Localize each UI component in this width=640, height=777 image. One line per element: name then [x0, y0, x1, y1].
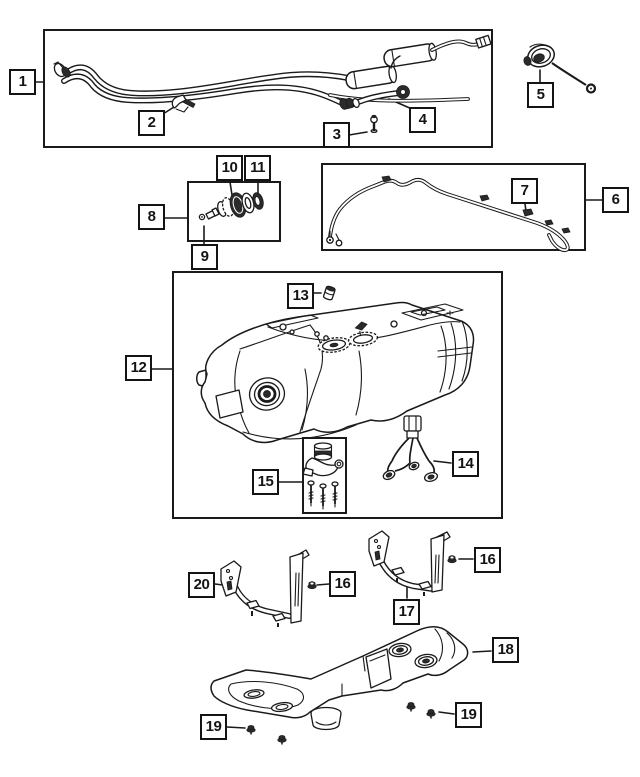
fuel-filler-cap [523, 43, 597, 94]
callout-18[interactable]: 18 [492, 637, 519, 663]
strap-nut [307, 581, 317, 590]
callout-12[interactable]: 12 [125, 355, 152, 381]
quick-connector [475, 34, 492, 49]
pump-rotor-assembly [198, 192, 264, 221]
callout-13[interactable]: 13 [287, 283, 314, 309]
callout-4[interactable]: 4 [409, 107, 436, 133]
assembly-boxes [43, 29, 586, 519]
callout-2[interactable]: 2 [138, 110, 165, 136]
callout-1[interactable]: 1 [9, 69, 36, 95]
service-valve [370, 114, 378, 133]
callout-9[interactable]: 9 [191, 244, 218, 270]
tank-strap-left [220, 549, 310, 627]
callout-14[interactable]: 14 [452, 451, 479, 477]
callout-19-left[interactable]: 19 [200, 714, 227, 740]
vent-plug [322, 285, 336, 301]
pump-lock-ring [317, 337, 351, 353]
callout-17[interactable]: 17 [393, 599, 420, 625]
line-retainer-clip [171, 94, 196, 113]
callout-10[interactable]: 10 [216, 155, 243, 181]
callout-6[interactable]: 6 [602, 187, 629, 213]
skid-plate-bolt [426, 709, 436, 719]
skid-plate-bolt [406, 702, 416, 712]
callout-3[interactable]: 3 [323, 122, 350, 148]
callout-19-right[interactable]: 19 [455, 702, 482, 728]
fuel-lines-assembly [53, 34, 492, 133]
callout-16-right[interactable]: 16 [474, 547, 501, 573]
skid-plate-bolt [246, 725, 256, 735]
fuel-filter-canister [345, 65, 398, 90]
callout-8[interactable]: 8 [138, 204, 165, 230]
callout-16-left[interactable]: 16 [329, 571, 356, 597]
tank-strap-right [368, 530, 451, 596]
skid-plate [210, 626, 469, 731]
callout-15[interactable]: 15 [252, 469, 279, 495]
tube-clip [522, 208, 534, 217]
vent-tube-assembly [326, 175, 571, 253]
fuel-pump-wiring-harness [382, 415, 439, 483]
valve-and-screws-kit [302, 442, 344, 510]
callout-5[interactable]: 5 [527, 82, 554, 108]
skid-plate-bolt [277, 735, 287, 745]
callout-11[interactable]: 11 [244, 155, 271, 181]
fuel-filter-canister [383, 42, 437, 68]
sender-lock-ring [347, 321, 379, 347]
mounting-screws [307, 480, 339, 510]
callout-7[interactable]: 7 [511, 178, 538, 204]
fuel-tank [196, 301, 475, 444]
callout-20[interactable]: 20 [188, 572, 215, 598]
strap-nut [447, 555, 457, 564]
